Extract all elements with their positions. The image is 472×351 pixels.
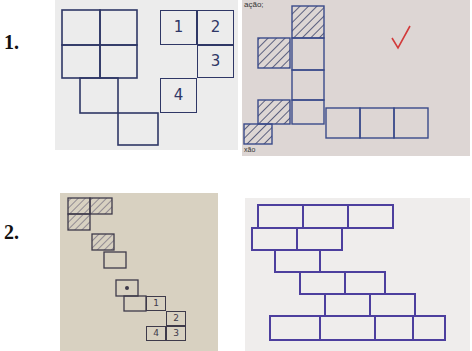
grid-cells bbox=[68, 198, 146, 311]
grid-cell: 3 bbox=[197, 45, 234, 78]
grid-cell: 2 bbox=[197, 10, 234, 45]
grid-cell: 2 bbox=[166, 311, 186, 326]
photo-ground bbox=[55, 0, 238, 150]
pen-dot bbox=[125, 286, 129, 290]
cell-number: 3 bbox=[173, 329, 179, 338]
grid-cell: 4 bbox=[160, 78, 197, 113]
brick-cells bbox=[252, 205, 445, 340]
cell-number: 1 bbox=[174, 20, 184, 35]
grid-cell: 1 bbox=[146, 296, 166, 311]
grid-cell: 1 bbox=[160, 10, 197, 45]
cropped-word: ação; bbox=[244, 1, 264, 9]
cell-number: 2 bbox=[173, 314, 179, 323]
grid-cell: 4 bbox=[146, 326, 166, 341]
cropped-word: xão bbox=[244, 146, 255, 153]
cell-number: 4 bbox=[174, 88, 184, 103]
cell-number: 1 bbox=[153, 299, 159, 308]
check-mark bbox=[392, 26, 410, 48]
grid-cells bbox=[62, 10, 158, 145]
figure-number: 1. bbox=[4, 32, 19, 52]
cell-number: 4 bbox=[153, 329, 159, 338]
photo-ground bbox=[242, 0, 470, 156]
grid-cell: 3 bbox=[166, 326, 186, 341]
photo-ground bbox=[245, 198, 470, 351]
grid-cells bbox=[244, 6, 428, 144]
cell-number: 2 bbox=[211, 20, 221, 35]
cell-number: 3 bbox=[211, 54, 221, 69]
figure-number: 2. bbox=[4, 222, 19, 242]
photo-ground bbox=[60, 193, 218, 351]
